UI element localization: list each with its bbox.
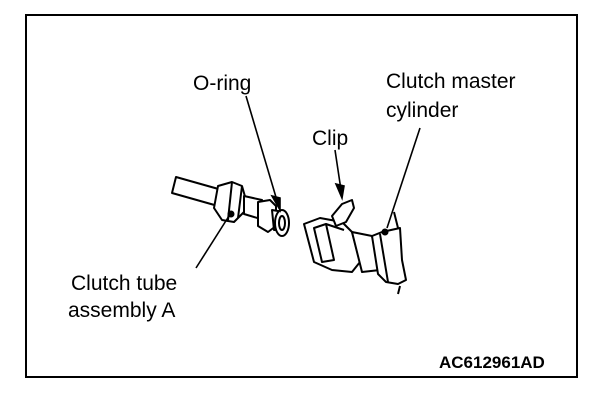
figure-frame [25,14,578,378]
clutch-tube-assembly-drawing [171,176,287,233]
o-ring-drawing [274,209,290,237]
o-ring-arrowhead [270,194,281,214]
o-ring-leader [245,95,279,205]
clutch-master-cylinder-label-line2: cylinder [386,99,459,122]
clutch-master-cylinder-label-line1: Clutch master [386,70,516,93]
clip-leader [334,149,342,191]
figure-code: AC612961AD [439,353,545,372]
cylinder-body [371,227,407,285]
leader-lines [195,95,421,269]
clip-shape [331,199,355,227]
cylinder-leader [386,127,421,229]
marker-dot [381,228,389,236]
clip-arrowhead [334,182,345,201]
clutch-master-cylinder-drawing [303,199,407,295]
clip-label: Clip [312,127,349,150]
marker-dot [227,210,235,218]
o-ring-label: O-ring [193,72,252,95]
clutch-tube-assembly-label-line1: Clutch tube [71,272,178,295]
clutch-tube-assembly-label-line2: assembly A [68,299,176,322]
tube-leader [195,215,230,269]
